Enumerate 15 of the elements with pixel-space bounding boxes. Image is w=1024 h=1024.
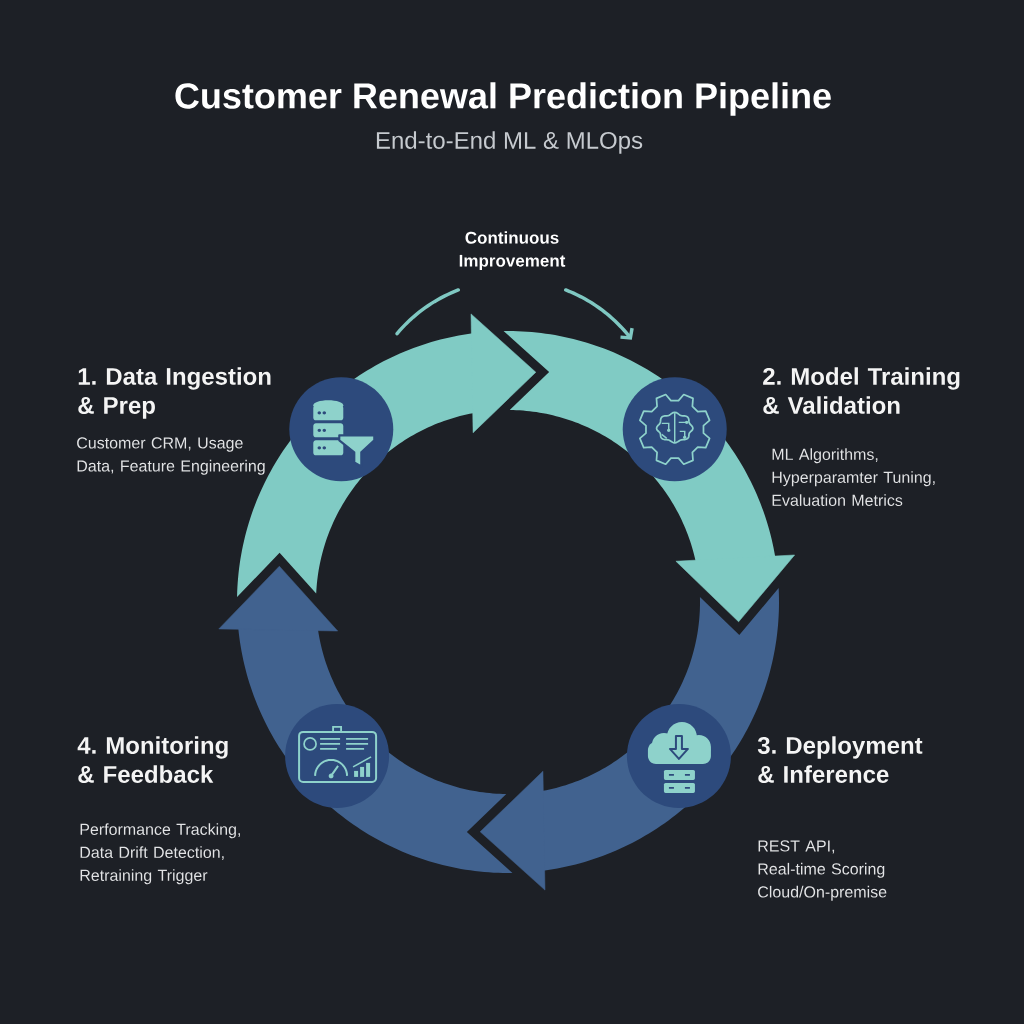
stage-heading: 2. Model Training & Validation (763, 367, 960, 414)
stage-heading: 3. Deployment & Inference (757, 736, 923, 783)
chevron-arrow (470, 313, 537, 434)
chevron-arrow (218, 565, 338, 632)
stage-description: ML Algorithms, Hyperparamter Tuning, Evaluation Metrics (772, 448, 935, 506)
title: Customer Renewal Prediction Pipeline (175, 82, 831, 116)
chevron-arrow (675, 554, 795, 623)
stage-description: Customer CRM, Usage Data, Feature Engineering (77, 437, 265, 475)
stage-description: Performance Tracking, Data Drift Detection, Retraining Trigger (80, 823, 240, 885)
chevron-arrow (479, 770, 546, 891)
arrow-label: Continuous Improvement (459, 231, 566, 271)
stage-heading: 1. Data Ingestion & Prep (78, 367, 271, 419)
stage-heading: 4. Monitoring & Feedback (77, 736, 228, 783)
subtitle: End-to-End ML & MLOps (376, 131, 643, 154)
stage-description: REST API, Real-time Scoring Cloud/On-premise (758, 840, 887, 901)
